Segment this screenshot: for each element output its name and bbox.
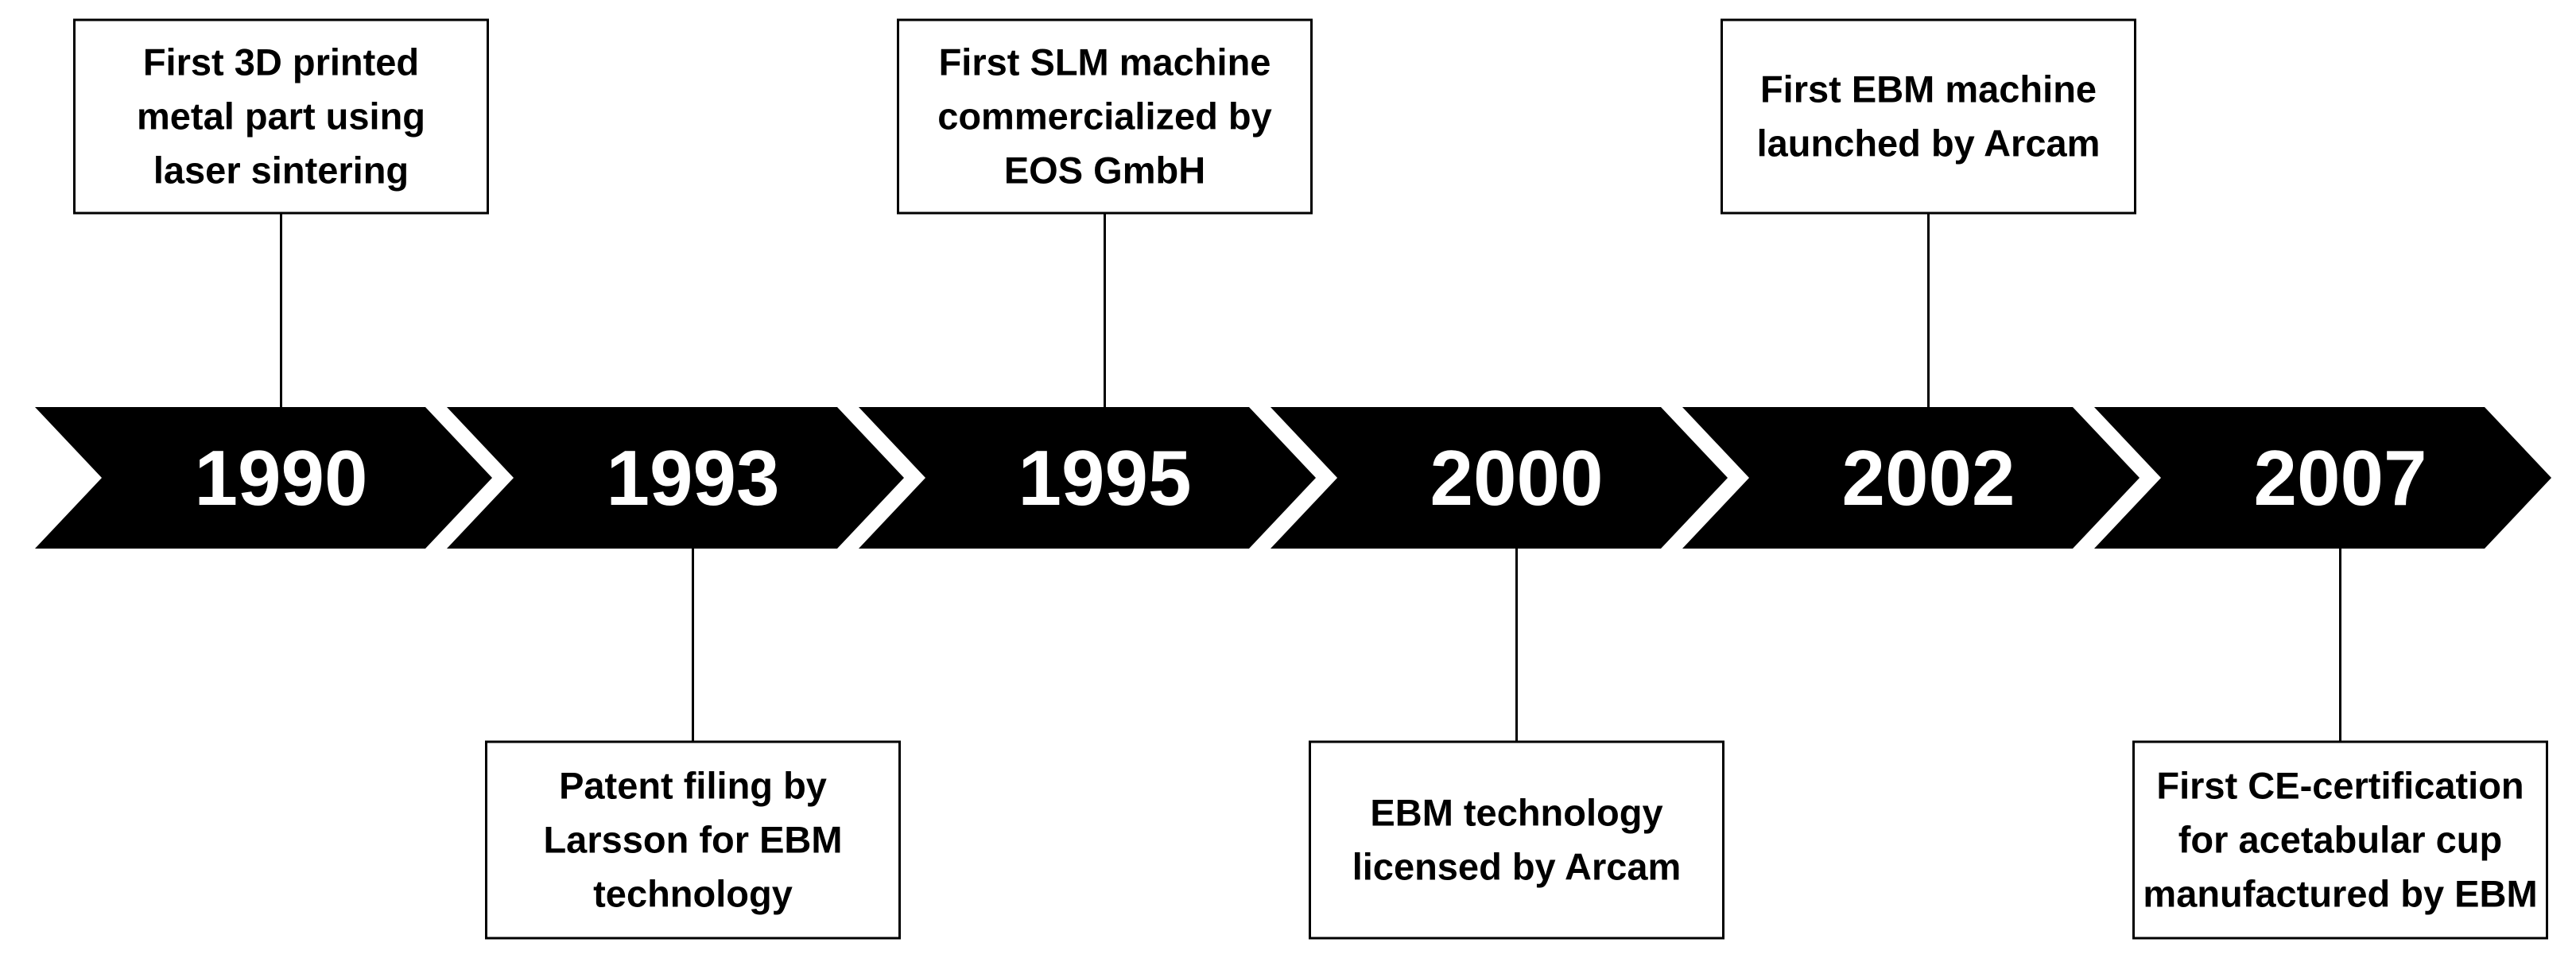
event-box-1993 — [485, 740, 901, 940]
event-text-2002-line-2: launched by Arcam — [1757, 122, 2101, 165]
event-text-1995-line-2: commercialized by — [937, 95, 1272, 138]
event-text-2000-line-2: licensed by Arcam — [1352, 846, 1682, 888]
event-text-1993-line-3: technology — [593, 873, 793, 915]
event-text-1990-line-1: First 3D printed — [143, 41, 419, 83]
chevron-2007 — [2094, 407, 2551, 549]
year-label-1995: 1995 — [1018, 434, 1191, 522]
chevron-2002 — [1682, 407, 2140, 549]
event-text-1990-line-2: metal part using — [137, 95, 425, 138]
event-text-1990-line-3: laser sintering — [153, 149, 409, 192]
event-box-2000 — [1309, 740, 1724, 940]
chevron-1990 — [35, 407, 492, 549]
year-label-2000: 2000 — [1430, 434, 1603, 522]
year-label-2002: 2002 — [1841, 434, 2015, 522]
event-text-1995-line-3: EOS GmbH — [1004, 149, 1205, 192]
event-box-1990 — [73, 18, 489, 215]
event-box-1995 — [897, 18, 1313, 215]
chevron-row: 1990 1993 1995 2000 2002 2007 — [35, 407, 2551, 549]
event-text-2007-line-2: for acetabular cup — [2178, 819, 2502, 861]
event-box-2007 — [2132, 740, 2548, 940]
event-box-2002 — [1721, 18, 2136, 215]
event-text-1993-line-2: Larsson for EBM — [543, 819, 842, 861]
event-text-2007-line-1: First CE-certification — [2156, 765, 2524, 807]
year-label-1993: 1993 — [606, 434, 779, 522]
connector-lines — [280, 213, 2341, 742]
chevron-1993 — [447, 407, 904, 549]
chevron-2000 — [1271, 407, 1728, 549]
year-label-2007: 2007 — [2253, 434, 2427, 522]
event-boxes: First 3D printed metal part using laser si… — [73, 18, 2548, 940]
event-text-1995-line-1: First SLM machine — [939, 41, 1271, 83]
event-text-2000-line-1: EBM technology — [1370, 792, 1662, 834]
year-label-1990: 1990 — [194, 434, 367, 522]
event-text-1993-line-1: Patent filing by — [559, 765, 827, 807]
event-text-2007-line-3: manufactured by EBM — [2143, 873, 2537, 915]
chevron-1995 — [859, 407, 1316, 549]
event-text-2002-line-1: First EBM machine — [1760, 68, 2097, 111]
